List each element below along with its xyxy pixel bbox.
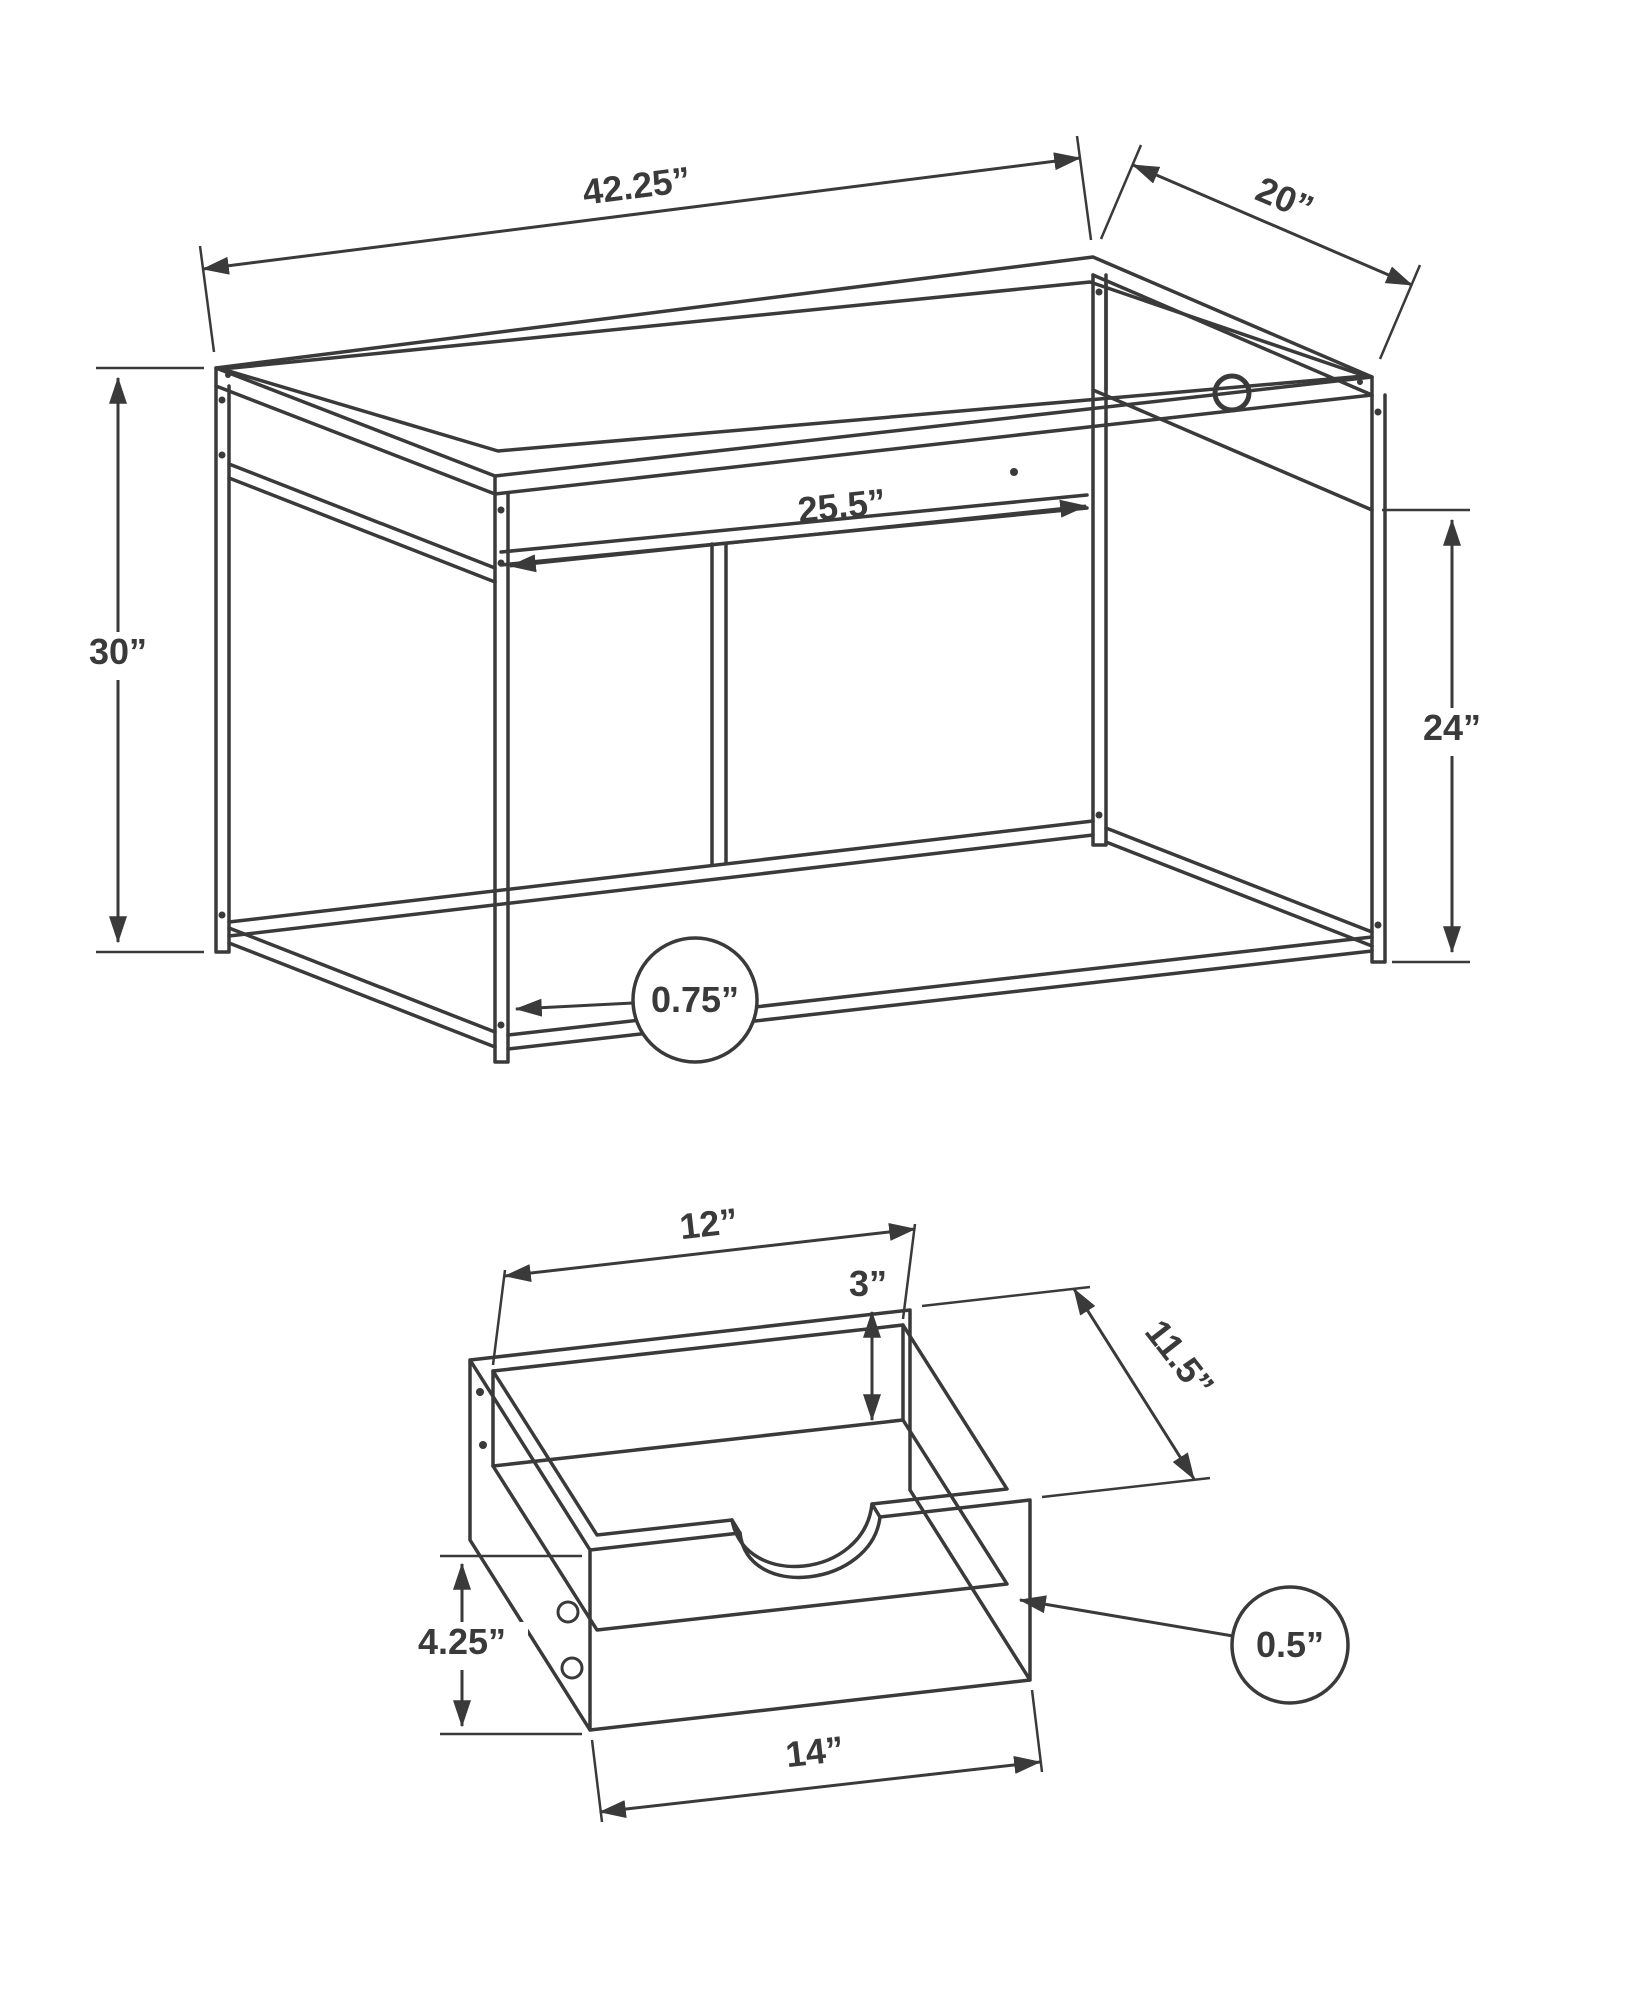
- desk-drawer-pull-hole: [1212, 373, 1252, 413]
- callout-frame-thickness: 0.75”: [514, 936, 759, 1064]
- callout-panel-thickness: 0.5”: [1018, 1585, 1350, 1705]
- desk-clearance-width-label: 25.5”: [796, 481, 888, 531]
- dim-desk-height: 30”: [76, 366, 204, 954]
- desk-back-lower-rail: [227, 819, 1095, 938]
- desk-leg-front-left: [493, 492, 510, 1064]
- desk-leg-front-right: [1370, 393, 1387, 964]
- panel-thickness-callout-circle: [1230, 1585, 1350, 1705]
- drawer-floor: [491, 1418, 1009, 1632]
- dim-drawer-front-height: 4.25”: [396, 1554, 582, 1736]
- drawer-front-height-label: 4.25”: [418, 1621, 506, 1662]
- desk-leg-back-left: [214, 384, 231, 954]
- desk-left-lower-rail: [227, 926, 497, 1049]
- drawer-drawing: [468, 1308, 1032, 1732]
- drawer-outer-width-label: 14”: [783, 1728, 845, 1775]
- desk-top-inner-panel: [220, 280, 1367, 453]
- panel-thickness-label: 0.5”: [1256, 1624, 1324, 1665]
- drawer-outer-shell: [468, 1308, 1032, 1732]
- drawer-inner-corner-edges: [491, 1323, 905, 1468]
- desk-drawer-front-panel: [1091, 273, 1374, 512]
- frame-thickness-callout-circle: [631, 936, 759, 1064]
- drawer-inner-height-label: 3”: [849, 1263, 887, 1304]
- frame-thickness-label: 0.75”: [651, 979, 739, 1020]
- drawer-screw-holes: [476, 1388, 584, 1680]
- desk-clearance-height-label: 24”: [1423, 707, 1481, 748]
- dim-drawer-outer-width: 14”: [590, 1689, 1044, 1823]
- desk-left-upper-rail: [227, 462, 497, 584]
- drawer-inner-width-label: 12”: [677, 1200, 739, 1247]
- desk-screw-dots: [218, 288, 1382, 1029]
- dim-desk-clearance-height: 24”: [1382, 508, 1498, 964]
- drawer-cutout-thickness: [730, 1502, 882, 1535]
- dim-desk-clearance-width: 25.5”: [508, 481, 1088, 573]
- dim-drawer-inner-height: 3”: [849, 1263, 887, 1422]
- desk-right-lower-rail: [1104, 826, 1374, 948]
- desk-height-label: 30”: [89, 631, 147, 672]
- dim-drawer-inner-width: 12”: [491, 1200, 917, 1366]
- desk-center-divider: [710, 542, 728, 867]
